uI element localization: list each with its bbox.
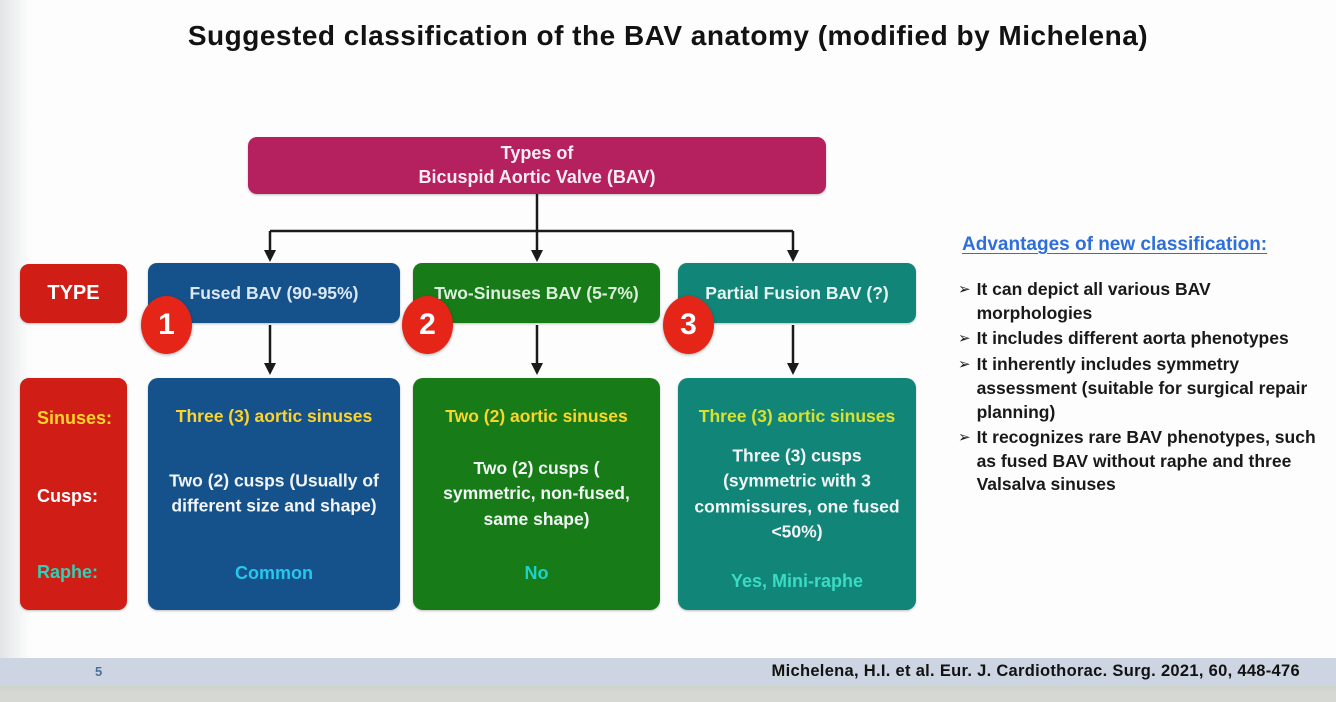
detail-raphe: No — [524, 563, 549, 583]
arrow-bullet-icon: ➢ — [958, 330, 971, 348]
badge-number: 2 — [419, 308, 436, 341]
type-node-two-sinuses-bav: Two-Sinuses BAV (5-7%) — [413, 263, 660, 323]
advantages-item: ➢ It inherently includes symmetry assess… — [958, 353, 1330, 424]
badge-number: 1 — [158, 308, 175, 341]
citation-text: Michelena, H.I. et al. Eur. J. Cardiotho… — [771, 662, 1300, 680]
row-labels-box: Sinuses: Cusps: Raphe: — [20, 378, 127, 610]
type-node-partial-fusion-bav: Partial Fusion BAV (?) — [678, 263, 916, 323]
advantages-item: ➢ It recognizes rare BAV phenotypes, suc… — [958, 426, 1330, 497]
root-node-line2: Bicuspid Aortic Valve (BAV) — [418, 166, 656, 187]
type-header-label: TYPE — [47, 282, 100, 304]
detail-cusps: Two (2) cusps ( symmetric, non-fused, sa… — [443, 457, 630, 529]
footer-band — [0, 658, 1336, 686]
type-node-label: Fused BAV (90-95%) — [189, 282, 359, 303]
number-badge-1: 1 — [141, 296, 192, 354]
arrow-bullet-icon: ➢ — [958, 429, 971, 447]
advantages-heading: Advantages of new classification: — [962, 234, 1268, 255]
advantages-list: ➢ It can depict all various BAV morpholo… — [958, 278, 1330, 497]
advantages-item-text: It includes different aorta phenotypes — [976, 328, 1289, 349]
root-node-types-of-bav: Types of Bicuspid Aortic Valve (BAV) — [248, 137, 826, 194]
detail-raphe: Common — [235, 563, 313, 583]
badge-number: 3 — [680, 308, 697, 341]
advantages-item-text: It recognizes rare BAV phenotypes, such … — [976, 427, 1316, 495]
detail-raphe: Yes, Mini-raphe — [730, 571, 864, 591]
row-label-sinuses: Sinuses: — [37, 408, 113, 428]
detail-cusps: Two (2) cusps (Usually of different size… — [169, 470, 379, 516]
number-badge-3: 3 — [663, 296, 714, 354]
advantages-item-text: It can depict all various BAV morphologi… — [976, 279, 1211, 323]
detail-cusps: Three (3) cusps (symmetric with 3 commis… — [694, 445, 900, 542]
page-number: 5 — [95, 664, 103, 679]
advantages-item-text: It inherently includes symmetry assessme… — [976, 354, 1308, 422]
slide-title: Suggested classification of the BAV anat… — [187, 20, 1149, 51]
detail-sinuses: Three (3) aortic sinuses — [175, 406, 373, 426]
detail-sinuses: Three (3) aortic sinuses — [698, 406, 896, 426]
detail-box-partial-fusion-bav: Three (3) aortic sinuses Three (3) cusps… — [678, 378, 916, 610]
detail-sinuses: Two (2) aortic sinuses — [445, 406, 628, 426]
root-node-line1: Types of — [500, 143, 574, 164]
number-badge-2: 2 — [402, 296, 453, 354]
row-label-raphe: Raphe: — [37, 562, 99, 582]
detail-box-fused-bav: Three (3) aortic sinuses Two (2) cusps (… — [148, 378, 400, 610]
arrow-bullet-icon: ➢ — [958, 281, 971, 298]
arrow-bullet-icon: ➢ — [958, 356, 971, 374]
bottom-strip — [0, 686, 1336, 702]
advantages-panel: Advantages of new classification: ➢ It c… — [958, 234, 1330, 499]
advantages-item: ➢ It includes different aorta phenotypes — [958, 327, 1330, 351]
row-label-cusps: Cusps: — [37, 486, 99, 506]
detail-box-two-sinuses-bav: Two (2) aortic sinuses Two (2) cusps ( s… — [413, 378, 660, 610]
advantages-item: ➢ It can depict all various BAV morpholo… — [958, 278, 1330, 325]
type-node-label: Two-Sinuses BAV (5-7%) — [434, 282, 639, 303]
type-node-label: Partial Fusion BAV (?) — [705, 282, 889, 303]
type-header-box: TYPE — [20, 264, 127, 323]
